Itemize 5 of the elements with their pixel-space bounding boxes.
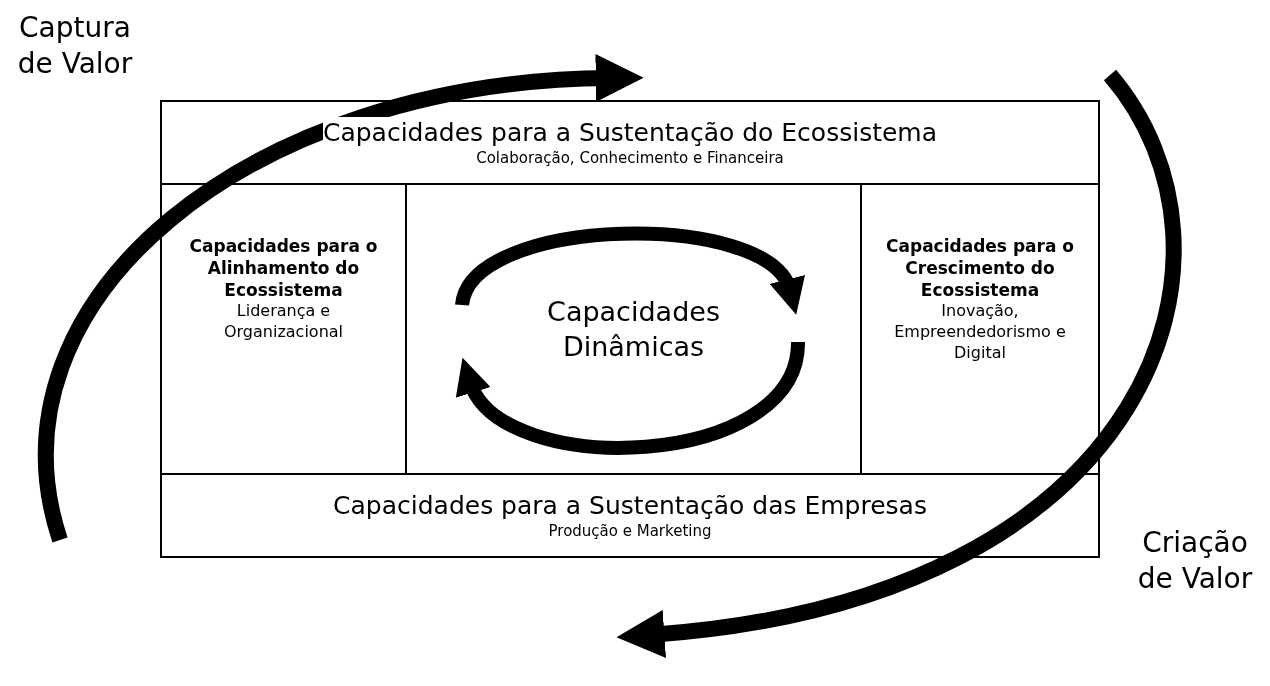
body-text: Produção e Marketing bbox=[548, 522, 712, 542]
heading-text: Capacidades para a Sustentação do Ecossistema bbox=[322, 116, 938, 149]
band-box bbox=[160, 100, 1100, 185]
band-box bbox=[160, 473, 1100, 558]
body-text: Colaboração, Conhecimento e Financeira bbox=[476, 149, 784, 169]
